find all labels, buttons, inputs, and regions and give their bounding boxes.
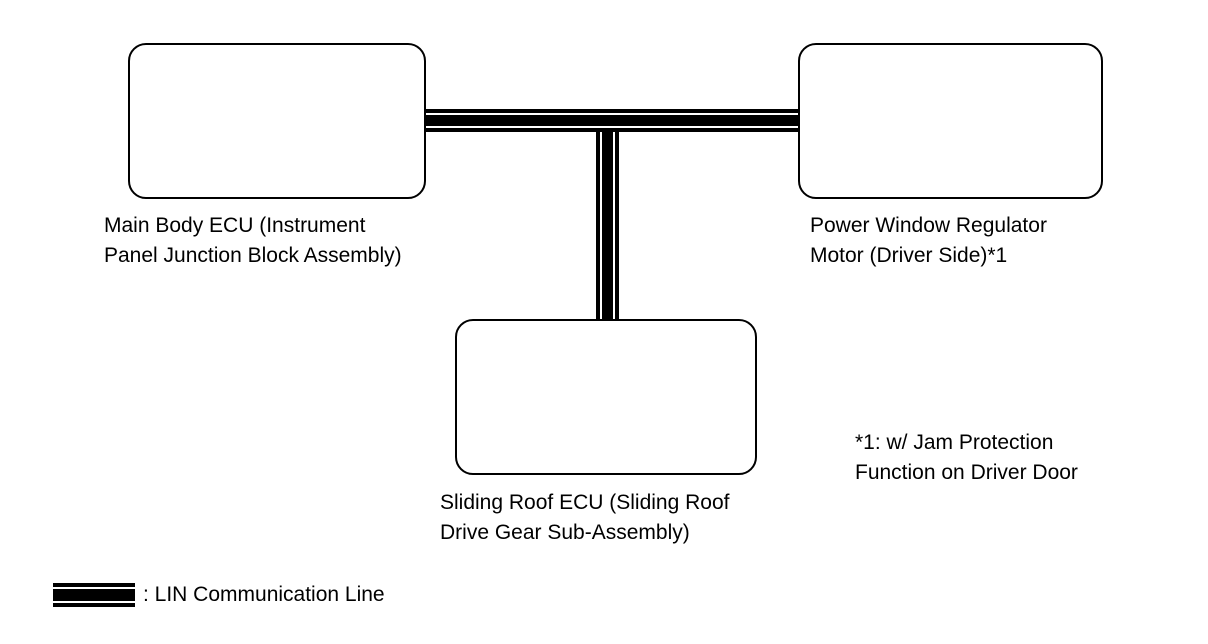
node-box-sliding-roof-ecu [455, 319, 757, 475]
label-main-body-ecu: Main Body ECU (Instrument Panel Junction… [104, 211, 402, 271]
label-power-window-line2: Motor (Driver Side)*1 [810, 244, 1008, 267]
node-box-power-window-regulator-motor [798, 43, 1103, 199]
lin-line-horizontal [426, 109, 798, 132]
label-sliding-roof-line2: Drive Gear Sub-Assembly) [440, 521, 690, 544]
lin-line-swatch-icon [53, 583, 135, 607]
label-power-window-regulator-motor: Power Window Regulator Motor (Driver Sid… [810, 211, 1047, 271]
footnote-line2: Function on Driver Door [855, 461, 1078, 484]
legend: : LIN Communication Line [53, 580, 385, 610]
label-sliding-roof-line1: Sliding Roof ECU (Sliding Roof [440, 491, 730, 514]
label-main-body-ecu-line2: Panel Junction Block Assembly) [104, 244, 402, 267]
label-sliding-roof-ecu: Sliding Roof ECU (Sliding Roof Drive Gea… [440, 488, 729, 548]
footnote-line1: *1: w/ Jam Protection [855, 431, 1054, 454]
node-box-main-body-ecu [128, 43, 426, 199]
legend-label: : LIN Communication Line [143, 583, 385, 606]
label-power-window-line1: Power Window Regulator [810, 214, 1047, 237]
lin-line-vertical [596, 118, 619, 319]
label-main-body-ecu-line1: Main Body ECU (Instrument [104, 214, 366, 237]
footnote-jam-protection: *1: w/ Jam Protection Function on Driver… [855, 428, 1078, 488]
